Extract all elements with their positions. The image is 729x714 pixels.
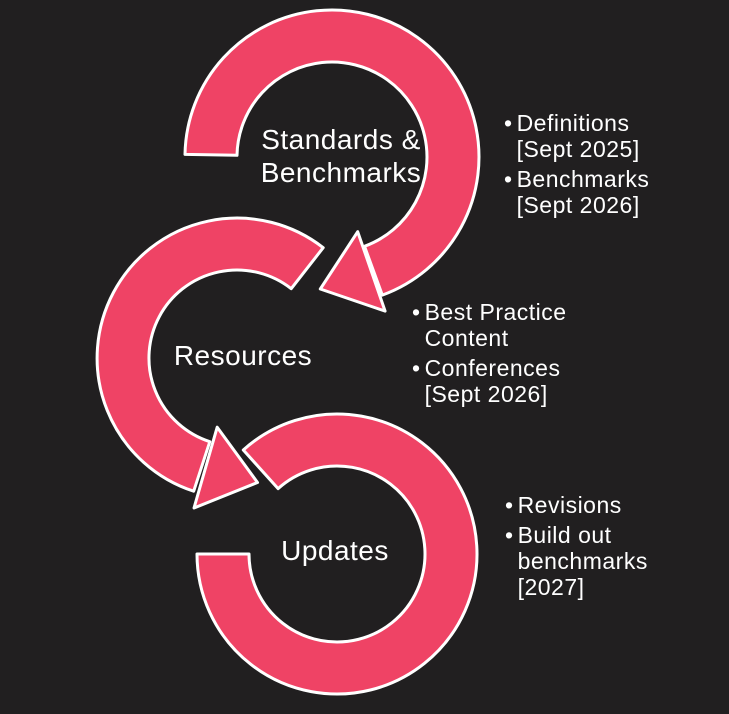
node-label-updates: Updates xyxy=(185,534,485,567)
bullet-icon: • xyxy=(412,355,421,381)
bullet-list-resources: • Best Practice Content • Conferences [S… xyxy=(412,299,642,407)
bullet-icon: • xyxy=(505,522,514,548)
bullet-icon: • xyxy=(504,166,513,192)
bullet-list-standards: • Definitions [Sept 2025] • Benchmarks [… xyxy=(504,110,722,218)
node-label-resources: Resources xyxy=(93,339,393,372)
bullet-text: Best Practice Content xyxy=(425,299,567,351)
list-item: • Conferences [Sept 2026] xyxy=(412,355,642,407)
bullet-text: Definitions [Sept 2025] xyxy=(517,110,640,162)
bullet-list-updates: • Revisions • Build out benchmarks [2027… xyxy=(505,492,725,600)
list-item: • Best Practice Content xyxy=(412,299,642,351)
node-label-standards-benchmarks: Standards & Benchmarks xyxy=(191,123,491,189)
bullet-icon: • xyxy=(504,110,513,136)
bullet-text: Revisions xyxy=(518,492,622,518)
list-item: • Revisions xyxy=(505,492,725,518)
bullet-text: Build out benchmarks [2027] xyxy=(518,522,648,600)
bullet-icon: • xyxy=(412,299,421,325)
list-item: • Build out benchmarks [2027] xyxy=(505,522,725,600)
bullet-icon: • xyxy=(505,492,514,518)
bullet-text: Conferences [Sept 2026] xyxy=(425,355,561,407)
list-item: • Definitions [Sept 2025] xyxy=(504,110,722,162)
list-item: • Benchmarks [Sept 2026] xyxy=(504,166,722,218)
bullet-text: Benchmarks [Sept 2026] xyxy=(517,166,650,218)
